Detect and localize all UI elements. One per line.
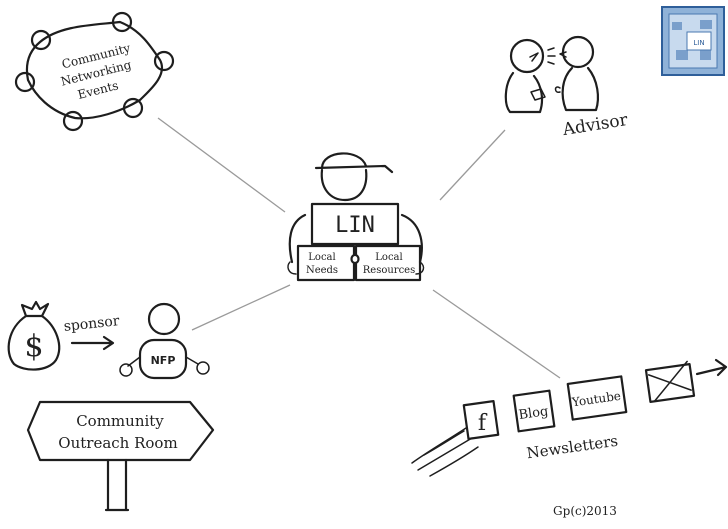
connectors [157,117,561,379]
lin-center-node: LIN Local Needs Local Resources [287,152,425,282]
signature: Gp(c)2013 [553,504,617,518]
nfp-label: NFP [151,354,176,367]
nfp-person-head [147,302,181,336]
network-node-icon [62,110,84,132]
outreach-line-1: Community [76,412,164,430]
local-resources-piece [350,244,422,282]
lin-title: LIN [335,213,375,238]
head-icon [320,168,368,202]
local-resources-line-1: Local [375,252,402,263]
outreach-line-2: Outreach Room [58,434,177,452]
right-arm [400,213,423,264]
outreach-node: Community Outreach Room [26,400,215,512]
network-node-icon [153,50,175,72]
sponsor-label: sponsor [63,313,121,335]
network-node-icon [122,97,144,119]
network-node-icon [30,29,52,51]
connector-networking [157,117,286,213]
youtube-label: Youtube [570,389,622,410]
advisor-label: Advisor [560,110,629,140]
advisor-person-body [504,71,544,114]
facebook-icon [462,399,500,441]
blog-icon [512,389,556,433]
network-node-icon [14,71,36,93]
left-arm [288,213,307,264]
youtube-icon [566,375,628,421]
signpost-icon [26,400,215,462]
nfp-person-body [138,338,188,380]
money-symbol: $ [24,329,43,364]
lin-sign [310,202,400,246]
facebook-label: f [478,411,488,436]
connector-social [432,289,561,379]
money-bag-icon [7,314,61,371]
advisor-listener-body [561,66,599,112]
arrow-icon [70,335,115,351]
lin-logo-text: LIN [693,39,704,47]
social-node: f Blog Youtube Newsletters [411,358,728,477]
newsletters-label: Newsletters [525,432,619,463]
network-node-icon [111,11,133,33]
advisor-node: Advisor [504,35,630,140]
lin-logo: LIN [661,6,725,76]
envelope-icon [644,362,696,404]
local-needs-line-2: Needs [306,265,338,276]
speech-icon [547,47,556,65]
advisor-person-head [509,38,545,74]
connector-nfp [191,284,291,331]
send-arrow-icon [695,358,728,377]
networking-events-node: Community Networking Events [14,11,175,132]
signpost-pole [104,458,130,512]
local-needs-line-1: Local [308,252,335,263]
advisor-listener-head [561,35,595,69]
connector-advisor [439,129,506,201]
sponsor-node: $ sponsor NFP [7,300,210,380]
blog-label: Blog [518,404,550,423]
local-resources-line-2: Resources [363,265,415,276]
cap-icon [320,152,368,170]
